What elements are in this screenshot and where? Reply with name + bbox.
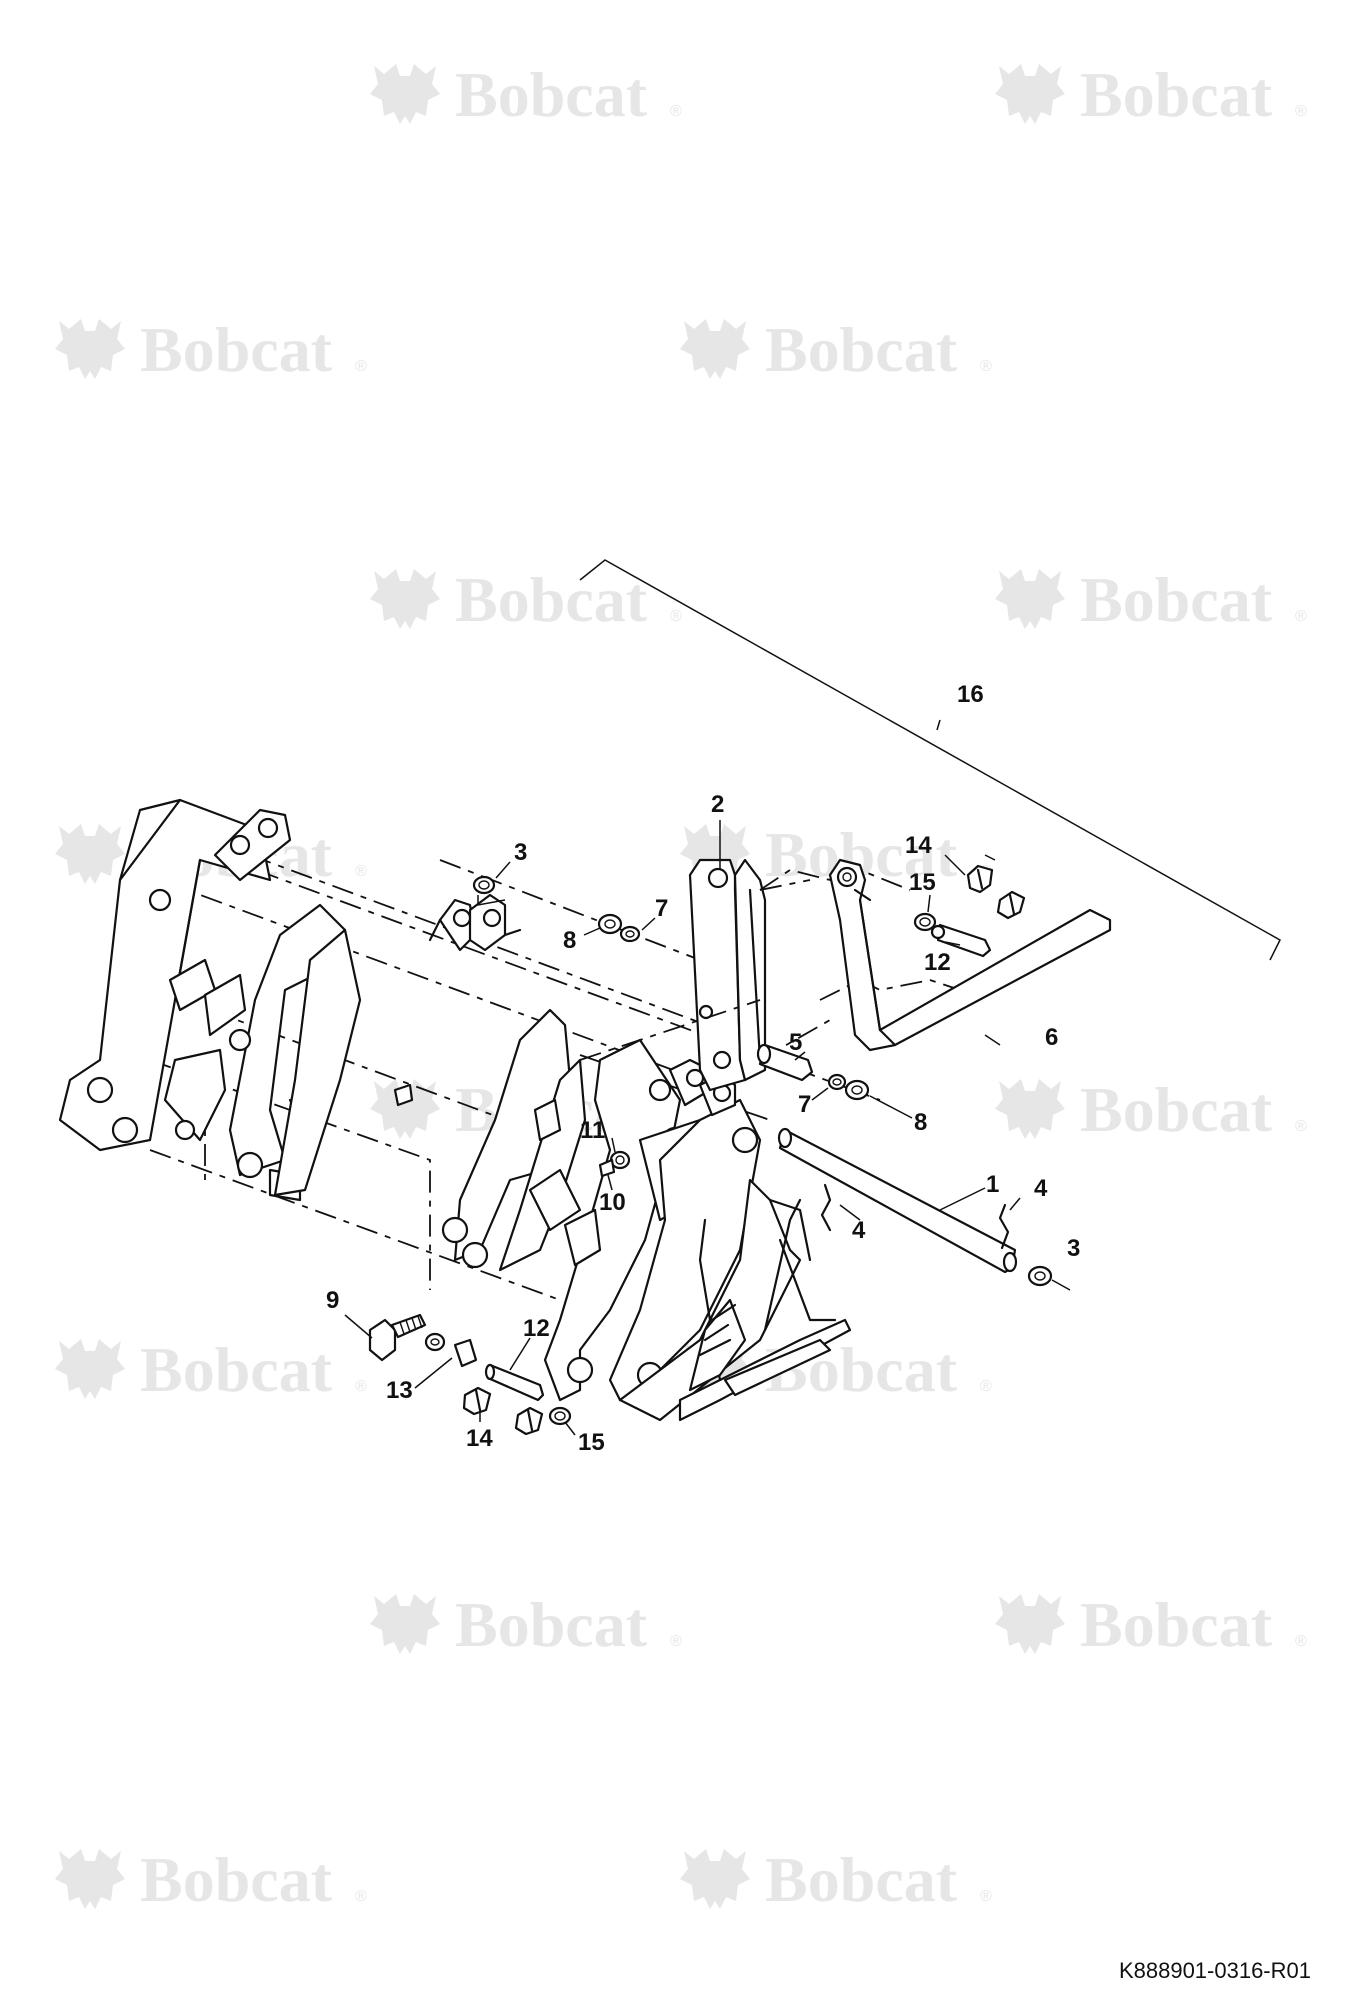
watermark-brand-text: Bobcat	[455, 59, 648, 130]
callout-10: 10	[599, 1189, 626, 1216]
bobcat-logo-icon	[55, 1849, 125, 1909]
document-code: K888901-0316-R01	[1118, 1958, 1311, 1983]
watermark-registered-mark: ®	[980, 1378, 992, 1395]
callout-7-mid: 7	[798, 1091, 811, 1118]
callout-3-top: 3	[514, 839, 527, 866]
callout-8-top: 8	[563, 927, 576, 954]
callout-9: 9	[326, 1287, 339, 1314]
callout-15-lower: 15	[578, 1429, 605, 1456]
bobcat-logo-icon	[995, 1594, 1065, 1654]
callout-6: 6	[1045, 1024, 1058, 1051]
bobcat-watermark: Bobcat ®	[995, 59, 1307, 130]
callout-8-mid: 8	[914, 1109, 927, 1136]
fork-assembly	[579, 559, 1281, 1092]
watermark-registered-mark: ®	[1295, 1118, 1307, 1135]
callout-3-right: 3	[1067, 1235, 1080, 1262]
bobcat-logo-icon	[55, 1339, 125, 1399]
watermark-registered-mark: ®	[1295, 103, 1307, 120]
bobcat-logo-icon	[995, 1079, 1065, 1139]
watermark-registered-mark: ®	[355, 358, 367, 375]
watermark-registered-mark: ®	[670, 103, 682, 120]
leader-lines	[344, 820, 1021, 1436]
bobcat-watermark: Bobcat ®	[680, 1844, 992, 1915]
watermark-brand-text: Bobcat	[765, 314, 958, 385]
callout-12-fork: 12	[924, 949, 951, 976]
bobcat-watermark: Bobcat ®	[680, 314, 992, 385]
watermark-brand-text: Bobcat	[455, 564, 648, 635]
bobcat-logo-icon	[370, 1594, 440, 1654]
bobcat-watermark: Bobcat ®	[995, 1074, 1307, 1145]
callout-12-lower: 12	[523, 1315, 550, 1342]
callout-14-fork: 14	[905, 832, 932, 859]
watermark-brand-text: Bobcat	[1080, 1589, 1273, 1660]
bobcat-watermark: Bobcat ®	[55, 1844, 367, 1915]
callout-2: 2	[711, 791, 724, 818]
bobcat-watermark: Bobcat ®	[55, 314, 367, 385]
bobcat-logo-icon	[680, 319, 750, 379]
bobcat-watermark: Bobcat ®	[370, 564, 682, 635]
bobcat-logo-icon	[55, 319, 125, 379]
watermark-registered-mark: ®	[980, 1888, 992, 1905]
watermark-brand-text: Bobcat	[765, 1844, 958, 1915]
callout-5: 5	[789, 1029, 802, 1056]
bobcat-logo-icon	[55, 824, 125, 884]
bobcat-logo-icon	[370, 569, 440, 629]
watermark-registered-mark: ®	[1295, 1633, 1307, 1650]
watermark-brand-text: Bobcat	[1080, 59, 1273, 130]
watermark-registered-mark: ®	[355, 863, 367, 880]
callout-1: 1	[986, 1171, 999, 1198]
bobcat-logo-icon	[995, 569, 1065, 629]
watermark-brand-text: Bobcat	[140, 314, 333, 385]
watermark-registered-mark: ®	[355, 1888, 367, 1905]
callout-4-left: 4	[852, 1217, 866, 1244]
callout-4-right: 4	[1034, 1175, 1048, 1202]
watermark-registered-mark: ®	[670, 608, 682, 625]
bobcat-logo-icon	[680, 1849, 750, 1909]
bobcat-logo-icon	[995, 64, 1065, 124]
callout-16: 16	[957, 681, 984, 708]
watermark-registered-mark: ®	[980, 358, 992, 375]
watermark-registered-mark: ®	[1295, 608, 1307, 625]
bobcat-watermark: Bobcat ®	[995, 1589, 1307, 1660]
bobcat-watermark: Bobcat ®	[370, 1589, 682, 1660]
callout-11: 11	[580, 1117, 605, 1144]
bobcat-watermark: Bobcat ®	[370, 59, 682, 130]
watermark-registered-mark: ®	[355, 1378, 367, 1395]
callout-14-lower: 14	[466, 1425, 493, 1452]
hardware-parts	[368, 875, 1071, 1436]
watermark-brand-text: Bobcat	[455, 1589, 648, 1660]
callout-13: 13	[386, 1377, 413, 1404]
bobcat-watermark: Bobcat ®	[995, 564, 1307, 635]
bucket-drawing	[58, 798, 881, 1422]
watermark-brand-text: Bobcat	[140, 1334, 333, 1405]
watermark-brand-text: Bobcat	[1080, 1074, 1273, 1145]
callout-7-top: 7	[655, 895, 668, 922]
callout-labels: 16 2 3 14 15 7 8 12 5 6 7 8 11 10 1 4 4 …	[326, 681, 1080, 1456]
callout-15-fork: 15	[909, 869, 936, 896]
watermark-brand-text: Bobcat	[140, 1844, 333, 1915]
watermark-registered-mark: ®	[670, 1633, 682, 1650]
bobcat-logo-icon	[370, 64, 440, 124]
bobcat-watermark: Bobcat ®	[55, 1334, 367, 1405]
watermark-brand-text: Bobcat	[1080, 564, 1273, 635]
